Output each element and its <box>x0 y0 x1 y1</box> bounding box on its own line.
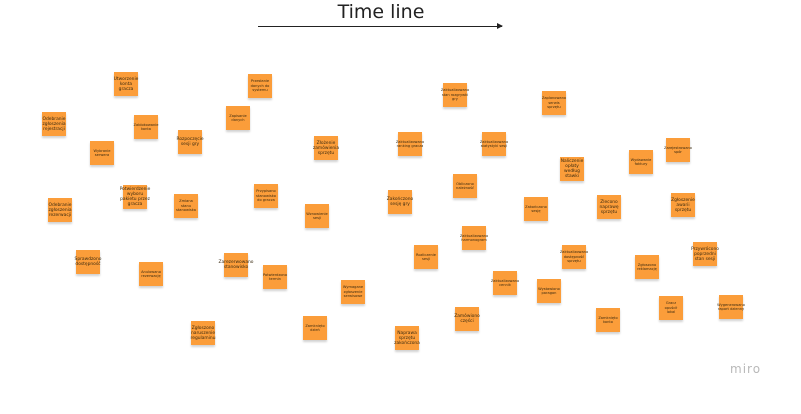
sticky-note[interactable]: Wystawiono paragon <box>537 279 561 303</box>
sticky-note-text: Rozpoczęcie sesji gry <box>176 137 204 147</box>
sticky-note[interactable]: Zaktualizowano ranking gracza <box>395 132 425 156</box>
sticky-note[interactable]: Wznowienie sesji <box>305 204 329 228</box>
sticky-note[interactable]: Zamówiono części <box>454 307 480 331</box>
sticky-note[interactable]: Zarezerwowano stanowisko <box>219 253 253 277</box>
sticky-note-text: Zakończono sesję <box>525 204 547 213</box>
sticky-note[interactable]: Gracz opuścił lokal <box>659 296 683 320</box>
sticky-note[interactable]: Odebranie zgłoszenia rezerwacji <box>48 198 72 222</box>
sticky-note-text: Wygenerowano raport dzienny <box>717 302 745 311</box>
sticky-note[interactable]: Zaktualizowano dostępność sprzętu <box>559 245 589 269</box>
sticky-note[interactable]: Potwierdzono termin <box>263 265 287 289</box>
sticky-note-text: Zamknięto konto <box>598 315 618 324</box>
sticky-note[interactable]: Zaplanowano serwis sprzętu <box>542 91 566 115</box>
sticky-note-text: Przesłanie danych do systemu <box>250 79 270 93</box>
sticky-note-text: Przypisano stanowisko do gracza <box>256 189 276 203</box>
sticky-note[interactable]: Utworzenie konta gracza <box>114 72 138 96</box>
sticky-note[interactable]: Zaktualizowano cennik <box>490 271 520 295</box>
sticky-note[interactable]: Przypisano stanowisko do gracza <box>254 184 278 208</box>
timeline-arrow <box>258 23 503 29</box>
sticky-note-text: Potwierdzono termin <box>262 272 288 281</box>
sticky-note[interactable]: Zgłoszono reklamację <box>635 255 659 279</box>
sticky-note-text: Obliczono należność <box>456 181 474 190</box>
sticky-note[interactable]: Złożenie zamówienia sprzętu <box>312 136 340 160</box>
sticky-note[interactable]: Przesłanie danych do systemu <box>248 74 272 98</box>
sticky-note-text: Zaktualizowano stan rozgrywki gry <box>440 88 470 102</box>
sticky-note[interactable]: Rozpoczęcie sesji gry <box>176 130 204 154</box>
sticky-note[interactable]: Wygenerowano raport dzienny <box>717 295 745 319</box>
sticky-note[interactable]: Wydawanie faktury <box>629 150 653 174</box>
sticky-note-text: Wydawanie faktury <box>630 157 652 166</box>
sticky-note[interactable]: Obliczono należność <box>453 174 477 198</box>
sticky-note-text: Zaktualizowano statystyki sesji <box>479 139 509 148</box>
sticky-note[interactable]: Rozliczenie sesji <box>414 245 438 269</box>
sticky-note[interactable]: Zamknięto konto <box>596 308 620 332</box>
sticky-note[interactable]: Zarejestrowano spór <box>664 138 692 162</box>
miro-watermark: miro <box>730 362 762 376</box>
sticky-note[interactable]: Zakończono sesję gry <box>386 190 414 214</box>
sticky-note[interactable]: Zamknięto dzień <box>303 316 327 340</box>
sticky-note-text: Potwierdzenie wyboru pakietu przez gracz… <box>119 187 151 207</box>
sticky-note-text: Zamknięto dzień <box>305 323 325 332</box>
sticky-note[interactable]: Anulowano rezerwację <box>139 262 163 286</box>
sticky-note[interactable]: Wybranie serwera <box>90 141 114 165</box>
sticky-note-text: Zarezerwowano stanowisko <box>218 260 254 270</box>
sticky-note-text: Utworzenie konta gracza <box>113 76 139 92</box>
sticky-note-text: Naprawa sprzętu zakończona <box>394 330 420 346</box>
sticky-note-text: Zakończono sesję gry <box>386 197 414 207</box>
sticky-note[interactable]: Zaktualizowano harmonogram <box>459 226 489 250</box>
sticky-note[interactable]: Zablokowanie konta <box>134 115 158 139</box>
sticky-note-text: Zamówiono części <box>454 314 480 324</box>
sticky-note-text: Sprawdzono dostępność <box>74 257 102 267</box>
sticky-note-text: Zgłoszono reklamację <box>637 262 657 271</box>
sticky-note[interactable]: Zapisanie danych <box>226 106 250 130</box>
sticky-note-text: Zaplanowano serwis sprzętu <box>541 96 567 110</box>
sticky-note[interactable]: Sprawdzono dostępność <box>74 250 102 274</box>
sticky-note[interactable]: Odebranie zgłoszenia rejestracji <box>42 112 66 136</box>
sticky-note-text: Zablokowanie konta <box>133 122 159 131</box>
sticky-note[interactable]: Zgłoszenie awarii sprzętu <box>671 193 695 217</box>
sticky-note[interactable]: Zlecono naprawę sprzętu <box>597 195 621 219</box>
sticky-note-text: Gracz opuścił lokal <box>664 301 678 315</box>
sticky-note-text: Rozliczenie sesji <box>416 252 436 261</box>
arrow-head-icon <box>497 23 503 29</box>
sticky-note-text: Naliczenie opłaty według stawki <box>560 159 584 179</box>
sticky-note[interactable]: Zaktualizowano statystyki sesji <box>479 132 509 156</box>
sticky-note[interactable]: Zgłoszono naruszenie regulaminu <box>191 321 215 345</box>
sticky-note-text: Zaktualizowano ranking gracza <box>395 139 425 148</box>
sticky-note-text: Zaktualizowano harmonogram <box>459 233 489 242</box>
sticky-note[interactable]: Przywrócono poprzedni stan sesji <box>691 242 719 266</box>
sticky-note-text: Zmiana stanu stanowiska <box>176 199 196 213</box>
sticky-note[interactable]: Potwierdzenie wyboru pakietu przez gracz… <box>120 185 150 209</box>
sticky-note[interactable]: Zmiana stanu stanowiska <box>174 194 198 218</box>
sticky-note-text: Anulowano rezerwację <box>141 269 161 278</box>
sticky-note[interactable]: Zaktualizowano stan rozgrywki gry <box>440 83 470 107</box>
sticky-note[interactable]: Naprawa sprzętu zakończona <box>394 326 420 350</box>
sticky-note-text: Wymagane zgłoszenie serwisowe <box>342 285 364 299</box>
sticky-note-text: Zapisanie danych <box>229 113 247 122</box>
sticky-note-text: Odebranie zgłoszenia rejestracji <box>42 116 66 132</box>
sticky-note-text: Wybranie serwera <box>93 148 111 157</box>
sticky-note[interactable]: Zakończono sesję <box>524 197 548 221</box>
sticky-note-text: Wznowienie sesji <box>306 211 328 220</box>
sticky-note-text: Przywrócono poprzedni stan sesji <box>691 246 719 262</box>
sticky-note-text: Zgłoszono naruszenie regulaminu <box>190 325 216 341</box>
sticky-note[interactable]: Wymagane zgłoszenie serwisowe <box>341 280 365 304</box>
sticky-note-text: Zlecono naprawę sprzętu <box>599 199 619 215</box>
sticky-note-text: Zaktualizowano cennik <box>490 278 520 287</box>
sticky-note-text: Zarejestrowano spór <box>664 145 692 154</box>
sticky-note-text: Odebranie zgłoszenia rezerwacji <box>48 202 72 218</box>
sticky-note[interactable]: Naliczenie opłaty według stawki <box>560 157 584 181</box>
sticky-note-text: Zaktualizowano dostępność sprzętu <box>559 250 589 264</box>
sticky-note-text: Zgłoszenie awarii sprzętu <box>671 197 695 213</box>
sticky-note-text: Wystawiono paragon <box>538 286 560 295</box>
timeline-title: Time line <box>337 1 425 23</box>
sticky-note-text: Złożenie zamówienia sprzętu <box>312 140 340 156</box>
